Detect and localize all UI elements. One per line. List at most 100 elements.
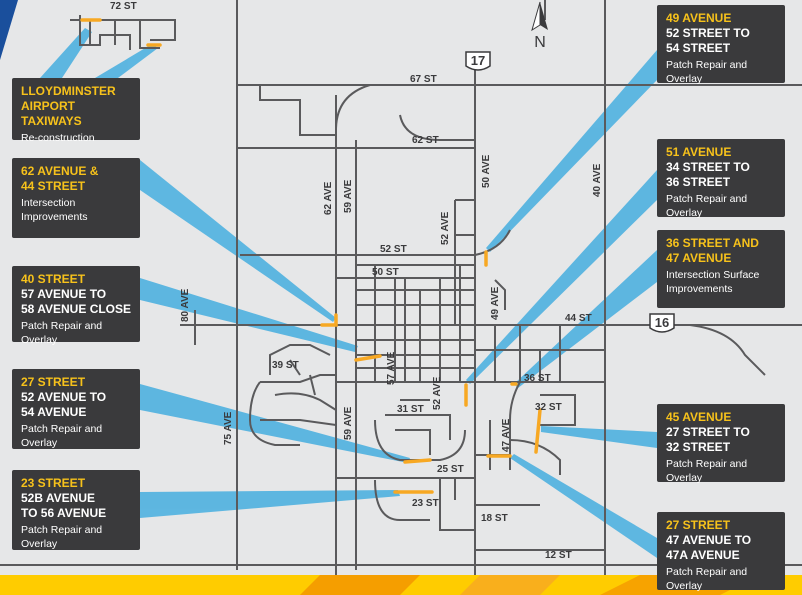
callout-desc: Intersection: [21, 197, 76, 209]
svg-text:40 AVE: 40 AVE: [592, 163, 603, 197]
svg-text:52 AVE: 52 AVE: [440, 211, 451, 245]
pointer-ave49: [486, 50, 657, 252]
callout-line: TO 56 AVENUE: [21, 506, 107, 520]
callout-desc: Patch Repair and Overlay: [666, 458, 748, 484]
callout-desc: Patch Repair and Overlay: [666, 59, 748, 85]
svg-text:44 ST: 44 ST: [565, 313, 592, 324]
pointer-st23: [140, 490, 400, 518]
callout-desc: Patch Repair and Overlay: [21, 423, 103, 449]
segment-ave45: [534, 408, 542, 454]
callout-title: LLOYDMINSTER: [21, 84, 116, 98]
pointer-st27a: [140, 384, 410, 463]
svg-text:67 ST: 67 ST: [410, 74, 437, 85]
callout-desc: Patch Repair and Overlay: [21, 320, 103, 346]
pointer-ave45: [541, 426, 657, 448]
callout-36-street: 36 STREET AND 47 AVENUE Intersection Sur…: [657, 230, 785, 308]
svg-text:18 ST: 18 ST: [481, 513, 508, 524]
callout-line: 52 STREET TO: [666, 26, 750, 40]
corner-accent: [0, 0, 18, 60]
callout-line: 34 STREET TO: [666, 160, 750, 174]
callout-title: 27 STREET: [21, 375, 86, 389]
callout-desc: Re-construction: [21, 132, 95, 144]
callout-title: AIRPORT TAXIWAYS: [21, 99, 82, 128]
segment-ave62: [320, 313, 338, 327]
svg-text:47 AVE: 47 AVE: [501, 418, 512, 452]
svg-text:36 ST: 36 ST: [524, 373, 551, 384]
svg-text:32 ST: 32 ST: [535, 402, 562, 413]
svg-text:31 ST: 31 ST: [397, 404, 424, 415]
callout-40-street: 40 STREET 57 AVENUE TO 58 AVENUE CLOSE P…: [12, 266, 140, 346]
highway-shield-icon: 16: [649, 313, 675, 333]
svg-text:52 AVE: 52 AVE: [432, 376, 443, 410]
callout-line: 52 AVENUE TO: [21, 390, 107, 404]
callout-line: 57 AVENUE TO: [21, 287, 107, 301]
svg-text:17: 17: [471, 53, 485, 68]
callout-23-street: 23 STREET 52B AVENUE TO 56 AVENUE Patch …: [12, 470, 140, 550]
callout-desc: Patch Repair and Overlay: [21, 524, 103, 550]
callout-airport-taxiways: LLOYDMINSTER AIRPORT TAXIWAYS Re-constru…: [12, 78, 140, 144]
highway-shield-icon: 17: [465, 51, 491, 71]
segment-st40: [354, 354, 382, 362]
callout-line: 32 STREET: [666, 440, 731, 454]
svg-text:16: 16: [655, 315, 669, 330]
callout-title: 45 AVENUE: [666, 410, 732, 424]
callout-line: 27 STREET TO: [666, 425, 750, 439]
pointer-st40: [140, 278, 358, 352]
callout-title: 51 AVENUE: [666, 145, 732, 159]
pointer-airport-2: [95, 44, 158, 78]
callout-line: 47 AVENUE TO: [666, 533, 752, 547]
svg-text:72 ST: 72 ST: [110, 1, 137, 12]
callout-title: 62 AVENUE &: [21, 164, 99, 178]
callout-desc: Patch Repair and Overlay: [666, 193, 748, 219]
callout-desc: Improvements: [666, 283, 733, 295]
svg-text:25 ST: 25 ST: [437, 464, 464, 475]
callout-title: 47 AVENUE: [666, 251, 732, 265]
callout-pointers: [40, 28, 657, 558]
callout-27-street-a: 27 STREET 52 AVENUE TO 54 AVENUE Patch R…: [12, 369, 140, 449]
svg-text:62 AVE: 62 AVE: [323, 181, 334, 215]
callout-line: 54 AVENUE: [21, 405, 87, 419]
callout-45-avenue: 45 AVENUE 27 STREET TO 32 STREET Patch R…: [657, 404, 785, 484]
svg-text:N: N: [534, 34, 546, 51]
callout-62-avenue: 62 AVENUE & 44 STREET Intersection Impro…: [12, 158, 140, 238]
svg-text:80 AVE: 80 AVE: [180, 288, 191, 322]
svg-text:49 AVE: 49 AVE: [490, 286, 501, 320]
pointer-st27b: [510, 454, 657, 558]
callout-49-avenue: 49 AVENUE 52 STREET TO 54 STREET Patch R…: [657, 5, 785, 85]
svg-text:59 AVE: 59 AVE: [343, 406, 354, 440]
road-labels: 72 ST 67 ST 62 ST 52 ST 50 ST 44 ST 39 S…: [110, 1, 603, 561]
callout-line: 47A AVENUE: [666, 548, 740, 562]
callout-line: 54 STREET: [666, 41, 731, 55]
highlighted-segments: [80, 18, 542, 494]
svg-text:75 AVE: 75 AVE: [223, 411, 234, 445]
svg-text:59 AVE: 59 AVE: [343, 179, 354, 213]
pointer-st36: [514, 250, 657, 388]
north-arrow-icon: N: [531, 1, 548, 51]
svg-text:39 ST: 39 ST: [272, 360, 299, 371]
callout-title: 27 STREET: [666, 518, 731, 532]
callout-title: 23 STREET: [21, 476, 86, 490]
callout-title: 36 STREET AND: [666, 236, 759, 250]
callout-desc: Patch Repair and Overlay: [666, 566, 748, 592]
callout-desc: Intersection Surface: [666, 269, 760, 281]
pointer-airport-1: [40, 28, 92, 78]
pointer-ave51: [466, 170, 657, 384]
callout-51-avenue: 51 AVENUE 34 STREET TO 36 STREET Patch R…: [657, 139, 785, 219]
callout-title: 49 AVENUE: [666, 11, 732, 25]
segment-st27a: [403, 458, 432, 464]
callout-title: 44 STREET: [21, 179, 86, 193]
callout-27-street-b: 27 STREET 47 AVENUE TO 47A AVENUE Patch …: [657, 512, 785, 592]
callout-title: 40 STREET: [21, 272, 86, 286]
svg-text:50 ST: 50 ST: [372, 267, 399, 278]
svg-text:62 ST: 62 ST: [412, 135, 439, 146]
svg-text:50 AVE: 50 AVE: [481, 154, 492, 188]
svg-text:23 ST: 23 ST: [412, 498, 439, 509]
callout-line: 52B AVENUE: [21, 491, 96, 505]
callout-line: 36 STREET: [666, 175, 731, 189]
svg-text:52 ST: 52 ST: [380, 244, 407, 255]
svg-text:12 ST: 12 ST: [545, 550, 572, 561]
callout-desc: Improvements: [21, 211, 88, 223]
callout-line: 58 AVENUE CLOSE: [21, 302, 132, 316]
svg-text:57 AVE: 57 AVE: [386, 351, 397, 385]
